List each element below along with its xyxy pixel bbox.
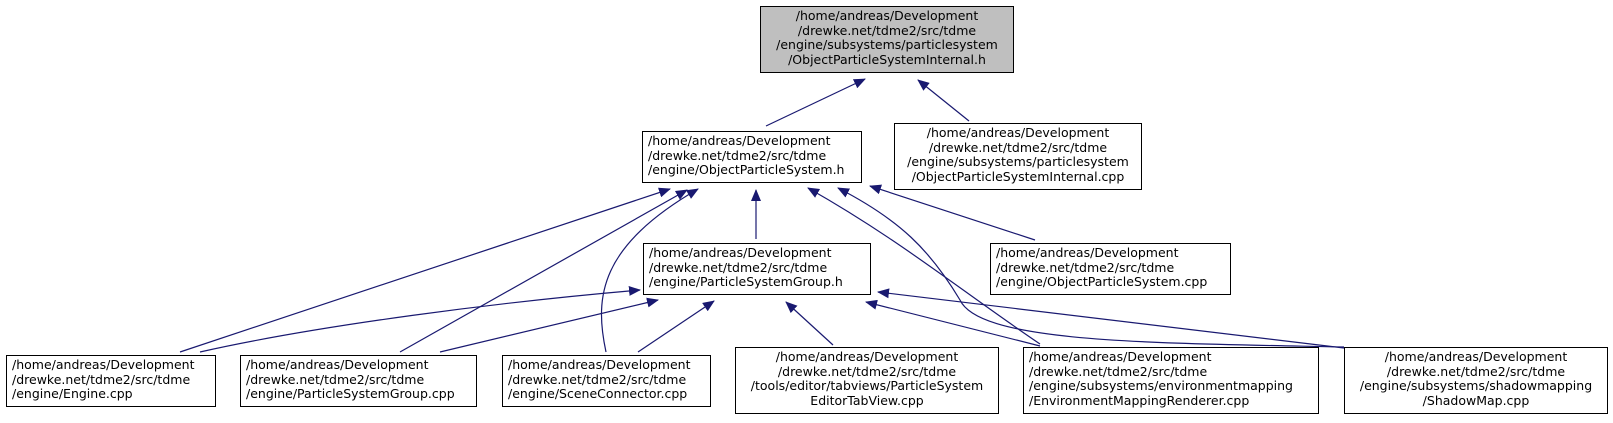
- node-label-line: /home/andreas/Development: [648, 133, 831, 148]
- node-label-line: /engine/SceneConnector.cpp: [508, 386, 688, 402]
- edge-ops_h-to-root: [765, 78, 866, 127]
- edge-engine_cpp-to-ops_h: [179, 187, 671, 353]
- node-label-line: /ObjectParticleSystemInternal.cpp: [911, 168, 1125, 184]
- edge-shadow_cpp-to-psg_h: [877, 288, 1345, 349]
- node-object-particle-system-h[interactable]: /home/andreas/Development/drewke.net/tdm…: [642, 131, 862, 183]
- node-label-line: /drewke.net/tdme2/src/tdme: [1386, 363, 1566, 379]
- node-shadow-map-cpp[interactable]: /home/andreas/Development/drewke.net/tdm…: [1344, 347, 1608, 414]
- edge-editor_cpp-to-psg_h: [785, 301, 834, 346]
- node-label-line: /drewke.net/tdme2/src/tdme: [648, 147, 827, 163]
- edge-psg_cpp-to-ops_h: [399, 189, 688, 353]
- node-label-line: /EnvironmentMappingRenderer.cpp: [1029, 392, 1250, 408]
- node-label-line: /home/andreas/Development: [996, 245, 1179, 260]
- node-object-particle-system-internal-h: /home/andreas/Development/drewke.net/tdm…: [760, 6, 1014, 73]
- node-label-line: /drewke.net/tdme2/src/tdme: [246, 371, 425, 387]
- node-label-line: /ShadowMap.cpp: [1422, 392, 1530, 408]
- node-object-particle-system-internal-cpp[interactable]: /home/andreas/Development/drewke.net/tdm…: [894, 123, 1142, 190]
- node-label-line: /drewke.net/tdme2/src/tdme: [508, 371, 687, 387]
- node-label-line: /drewke.net/tdme2/src/tdme: [777, 363, 957, 379]
- edge-scene_cpp-to-psg_h: [637, 300, 715, 353]
- node-object-particle-system-cpp[interactable]: /home/andreas/Development/drewke.net/tdm…: [990, 243, 1231, 295]
- node-label-line: /drewke.net/tdme2/src/tdme: [996, 259, 1175, 275]
- node-label-line: /engine/subsystems/shadowmapping: [1359, 378, 1593, 394]
- node-label-line: /home/andreas/Development: [795, 8, 979, 23]
- node-label-line: /home/andreas/Development: [775, 349, 959, 364]
- node-label-line: EditorTabView.cpp: [810, 392, 924, 408]
- node-label-line: /home/andreas/Development: [246, 357, 429, 372]
- node-label-line: /drewke.net/tdme2/src/tdme: [649, 259, 828, 275]
- node-label-line: /engine/ParticleSystemGroup.cpp: [246, 386, 455, 402]
- edge-opsi_cpp-to-root: [917, 79, 970, 122]
- node-label-line: /ObjectParticleSystemInternal.h: [788, 51, 986, 67]
- node-particle-system-group-h[interactable]: /home/andreas/Development/drewke.net/tdm…: [643, 243, 871, 295]
- node-particle-system-editor-tab-view-cpp[interactable]: /home/andreas/Development/drewke.net/tdm…: [735, 347, 999, 414]
- node-label-line: /engine/subsystems/particlesystem: [776, 37, 998, 53]
- edge-ops_cpp-to-ops_h: [869, 184, 1036, 241]
- edge-scene_cpp-to-ops_h: [600, 188, 699, 353]
- node-label-line: /engine/ParticleSystemGroup.h: [649, 274, 843, 290]
- node-label-line: /engine/subsystems/particlesystem: [907, 154, 1129, 170]
- node-label-line: /engine/subsystems/environmentmapping: [1029, 378, 1293, 394]
- edge-psg_cpp-to-psg_h: [439, 297, 659, 353]
- node-particle-system-group-cpp[interactable]: /home/andreas/Development/drewke.net/tdm…: [240, 355, 477, 407]
- node-label-line: /home/andreas/Development: [508, 357, 691, 372]
- node-label-line: /drewke.net/tdme2/src/tdme: [1029, 363, 1208, 379]
- node-label-line: /drewke.net/tdme2/src/tdme: [928, 139, 1108, 155]
- node-label-line: /tools/editor/tabviews/ParticleSystem: [750, 378, 984, 394]
- node-label-line: /home/andreas/Development: [649, 245, 832, 260]
- node-label-line: /engine/ObjectParticleSystem.cpp: [996, 274, 1208, 290]
- edge-shadow_cpp-to-ops_h: [837, 187, 1345, 348]
- node-scene-connector-cpp[interactable]: /home/andreas/Development/drewke.net/tdm…: [502, 355, 711, 407]
- node-label-line: /home/andreas/Development: [12, 357, 195, 372]
- node-environment-mapping-renderer-cpp[interactable]: /home/andreas/Development/drewke.net/tdm…: [1023, 347, 1319, 414]
- node-label-line: /home/andreas/Development: [1384, 349, 1568, 364]
- edge-engine_cpp-to-psg_h: [199, 285, 641, 353]
- node-label-line: /drewke.net/tdme2/src/tdme: [797, 22, 977, 38]
- edge-envmap_cpp-to-ops_h: [807, 187, 1041, 345]
- node-engine-cpp[interactable]: /home/andreas/Development/drewke.net/tdm…: [6, 355, 216, 407]
- node-label-line: /engine/ObjectParticleSystem.h: [648, 162, 845, 178]
- edge-envmap_cpp-to-psg_h: [865, 299, 1041, 347]
- node-label-line: /home/andreas/Development: [926, 125, 1110, 140]
- node-label-line: /home/andreas/Development: [1029, 349, 1212, 364]
- node-label-line: /engine/Engine.cpp: [12, 386, 133, 402]
- node-label-line: /drewke.net/tdme2/src/tdme: [12, 371, 191, 387]
